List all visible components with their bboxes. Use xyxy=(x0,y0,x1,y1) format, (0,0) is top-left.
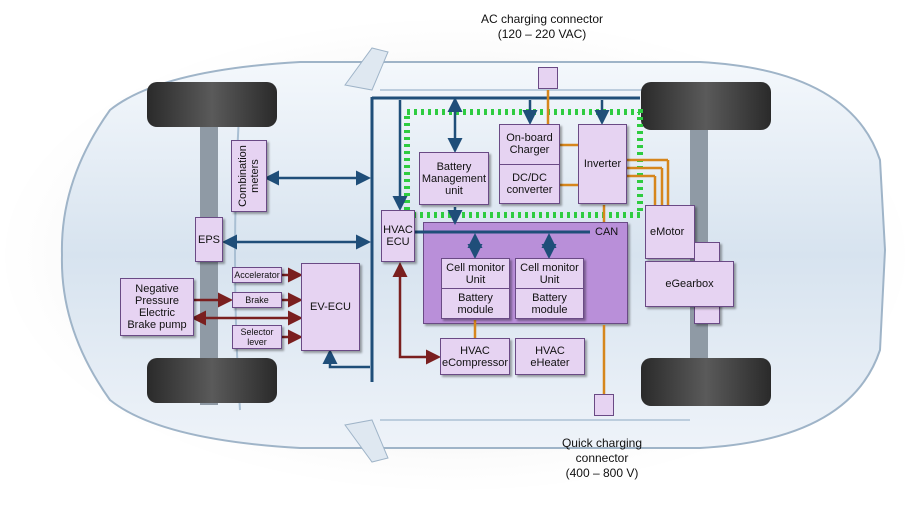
tire-rear-bottom xyxy=(641,358,771,406)
mirror-top xyxy=(344,47,389,91)
hv-boundary-dotted xyxy=(404,109,643,218)
quick-charging-port xyxy=(594,394,614,416)
cell-monitor-label-1: Cell monitor Unit xyxy=(446,261,505,286)
cell-monitor-block-2: Cell monitor Unit Battery module xyxy=(515,258,584,319)
ac-charging-label: AC charging connector (120 – 220 VAC) xyxy=(480,12,604,41)
selector-lever-block: Selector lever xyxy=(232,325,282,349)
charger-converter-block: On-board Charger DC/DC converter xyxy=(499,124,560,204)
inverter-block: Inverter xyxy=(578,124,627,204)
tire-rear-top xyxy=(641,82,771,130)
cell-monitor-block-1: Cell monitor Unit Battery module xyxy=(441,258,510,319)
signal-lines xyxy=(191,262,441,365)
cell-monitor-label-2: Cell monitor Unit xyxy=(520,261,579,286)
battery-management-unit-block: Battery Management unit xyxy=(419,152,489,205)
battery-module-label-2: Battery module xyxy=(516,288,583,318)
hvac-ecompressor-block: HVAC eCompressor xyxy=(440,338,510,375)
onboard-charger-label: On-board Charger xyxy=(506,132,553,157)
ev-ecu-block: EV-ECU xyxy=(301,263,360,351)
roof-line xyxy=(380,89,690,421)
battery-module-label-1: Battery module xyxy=(442,288,509,318)
tire-front-bottom xyxy=(147,358,277,403)
brake-pump-block: Negative Pressure Electric Brake pump xyxy=(120,278,194,336)
quick-charging-label: Quick charging connector (400 – 800 V) xyxy=(561,436,643,480)
mirror-bottom xyxy=(344,419,389,463)
hvac-ecu-block: HVAC ECU xyxy=(381,210,415,262)
can-bus-arrows xyxy=(222,97,610,369)
can-bus-lines xyxy=(370,96,640,382)
eps-block: EPS xyxy=(195,217,223,262)
hv-lines xyxy=(473,90,670,395)
combination-meters-block: Combination meters xyxy=(231,140,267,212)
ac-charging-port xyxy=(538,67,558,89)
emotor-block: eMotor xyxy=(645,205,695,259)
can-label: CAN xyxy=(595,226,619,238)
accelerator-block: Accelerator xyxy=(232,267,282,283)
egearbox-block: eGearbox xyxy=(645,261,734,307)
brake-block: Brake xyxy=(232,292,282,308)
hvac-eheater-block: HVAC eHeater xyxy=(515,338,585,375)
tire-front-top xyxy=(147,82,277,127)
dcdc-converter-label: DC/DC converter xyxy=(500,163,559,204)
